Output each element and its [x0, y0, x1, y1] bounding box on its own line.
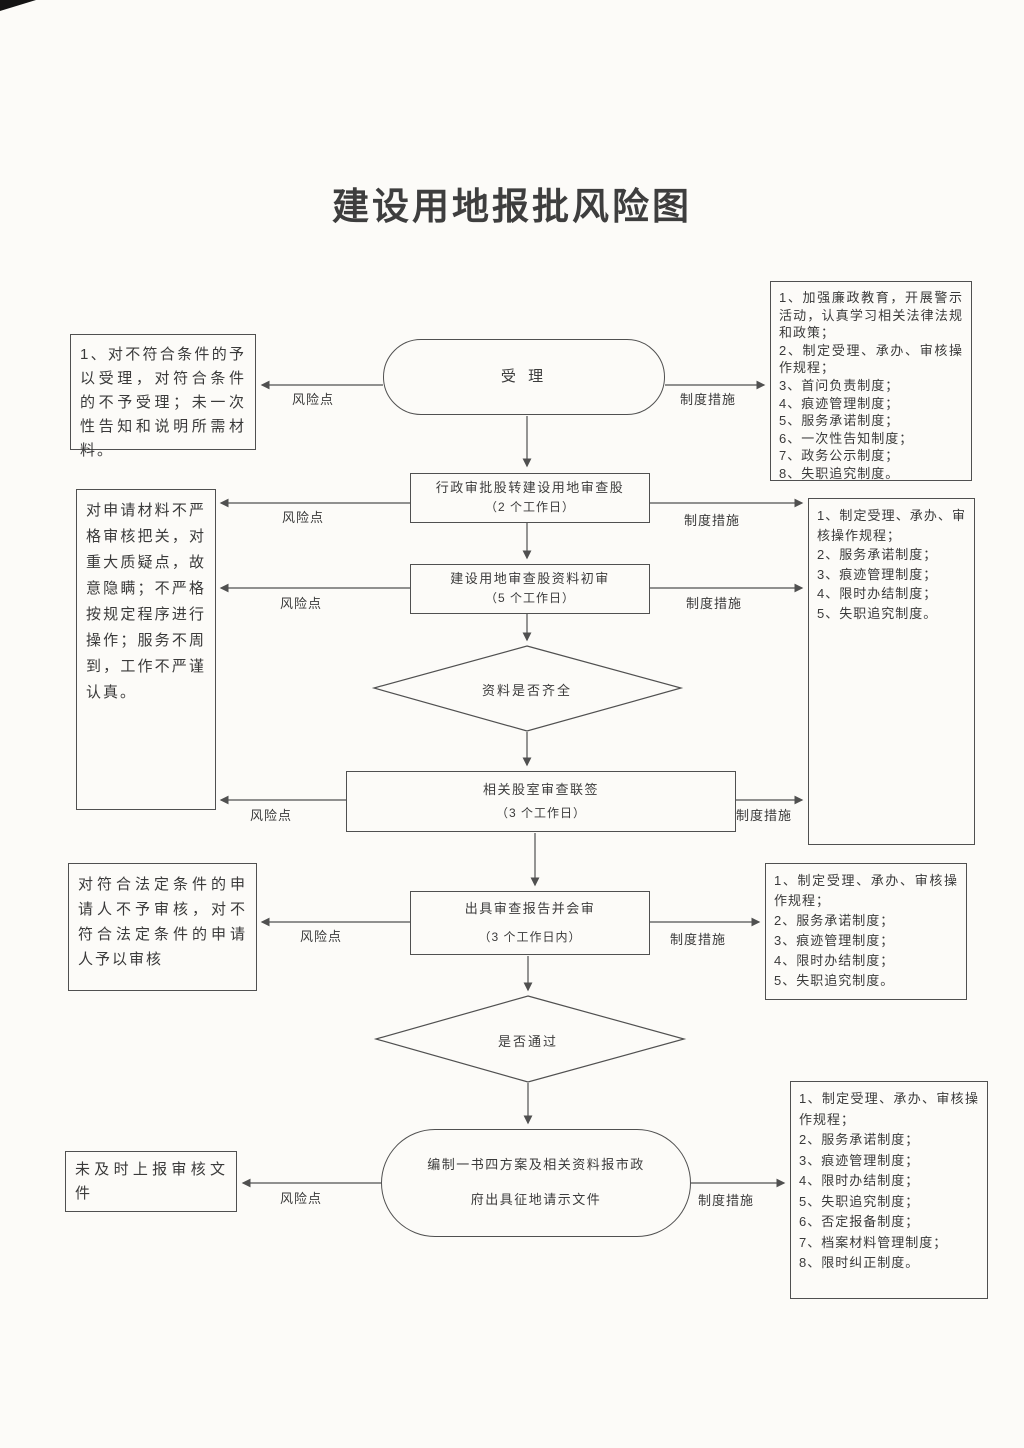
flow-node-initial-review: 建设用地审查股资料初审 （5 个工作日） [410, 564, 650, 614]
flow-node-initial-review-label: 建设用地审查股资料初审 [450, 571, 610, 587]
flow-node-accept-label: 受 理 [500, 368, 548, 386]
measure-label-final: 制度措施 [698, 1193, 755, 1208]
risk-box-accept: 1、对不符合条件的予以受理，对符合条件的不予受理；未一次性告知和说明所需材料。 [70, 334, 256, 459]
risk-label-initial: 风险点 [280, 596, 323, 611]
flow-node-report-duration: （3 个工作日内） [478, 929, 582, 944]
flow-node-initial-review-duration: （5 个工作日） [484, 591, 575, 606]
risk-box-report: 对符合法定条件的申请人不予审核，对不符合法定条件的申请人予以审核 [68, 863, 257, 991]
flow-node-final-line2: 府出具征地请示文件 [470, 1192, 602, 1207]
risk-label-final: 风险点 [280, 1191, 323, 1206]
measure-box-accept: 1、加强廉政教育，开展警示活动，认真学习相关法律法规和政策； 2、制定受理、承办… [770, 281, 972, 481]
measure-label-initial: 制度措施 [686, 596, 743, 611]
flow-node-report-label: 出具审查报告并会审 [464, 900, 596, 916]
page-title: 建设用地报批风险图 [332, 187, 692, 228]
risk-label-report: 风险点 [300, 929, 343, 944]
flow-node-final-line1: 编制一书四方案及相关资料报市政 [427, 1157, 645, 1173]
flow-node-accept: 受 理 [383, 339, 665, 415]
decision-materials-complete-label: 资料是否齐全 [481, 683, 572, 698]
risk-label-accept: 风险点 [292, 392, 335, 407]
risk-label-transfer: 风险点 [282, 510, 325, 525]
flow-node-joint-sign-duration: （3 个工作日） [495, 805, 586, 820]
risk-box-final: 未及时上报审核文件 [65, 1151, 237, 1212]
scan-artifact [0, 0, 36, 11]
flow-node-joint-sign: 相关股室审查联签 （3 个工作日） [346, 771, 736, 832]
measure-label-accept: 制度措施 [680, 392, 737, 407]
measure-label-joint: 制度措施 [736, 808, 793, 823]
decision-pass-label: 是否通过 [497, 1034, 558, 1049]
risk-label-joint: 风险点 [250, 808, 293, 823]
flow-node-transfer-duration: （2 个工作日） [484, 500, 575, 515]
flow-node-transfer: 行政审批股转建设用地审查股 （2 个工作日） [410, 473, 650, 523]
flow-node-report: 出具审查报告并会审 （3 个工作日内） [410, 891, 650, 955]
flow-node-joint-sign-label: 相关股室审查联签 [482, 781, 599, 797]
measure-label-report: 制度措施 [670, 932, 727, 947]
flow-node-transfer-label: 行政审批股转建设用地审查股 [435, 480, 625, 496]
measure-box-report: 1、制定受理、承办、审核操作规程； 2、服务承诺制度； 3、痕迹管理制度； 4、… [765, 863, 967, 1000]
measure-box-final: 1、制定受理、承办、审核操作规程； 2、服务承诺制度； 3、痕迹管理制度； 4、… [790, 1081, 988, 1299]
flow-node-final: 编制一书四方案及相关资料报市政 府出具征地请示文件 [381, 1129, 691, 1237]
risk-box-review: 对申请材料不严格审核把关，对重大质疑点，故意隐瞒；不严格按规定程序进行操作；服务… [76, 489, 216, 810]
measure-box-review: 1、制定受理、承办、审核操作规程； 2、服务承诺制度； 3、痕迹管理制度； 4、… [808, 498, 975, 845]
measure-label-transfer: 制度措施 [684, 513, 741, 528]
